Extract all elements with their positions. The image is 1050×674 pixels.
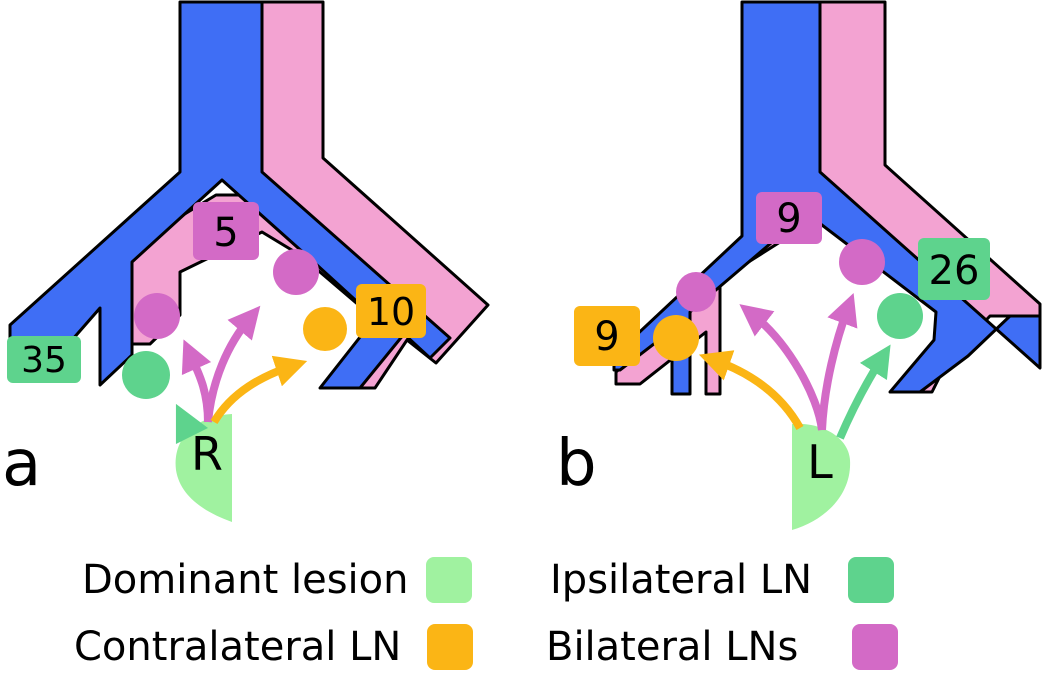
contralateral-count-badge: [574, 306, 640, 366]
ipsilateral-ln-node: [122, 351, 170, 399]
lesion-side-label: L: [807, 435, 833, 489]
dominant-lesion-shape: [792, 423, 851, 530]
legend-bilateral-lns: Bilateral LNs: [546, 624, 899, 670]
contralateral-ln-node: [303, 307, 347, 351]
ipsilateral-count-badge: [918, 238, 990, 300]
arrow-to-ipsilateral: [175, 403, 209, 445]
ipsilateral-count-badge: [7, 336, 81, 383]
contralateral-ln-node: [653, 315, 699, 361]
legend-label: Ipsilateral LN: [550, 557, 813, 603]
legend-contralateral-ln: Contralateral LN: [74, 624, 474, 670]
bilateral-ln-swatch: [852, 624, 899, 670]
legend-label: Bilateral LNs: [546, 624, 799, 670]
panel-b: 9 26 9 L b: [556, 0, 1042, 530]
ipsilateral-ln-node: [877, 293, 923, 339]
ipsilateral-count: 26: [929, 248, 980, 294]
dominant-lesion-swatch: [426, 557, 473, 603]
ipsilateral-count: 35: [21, 340, 67, 381]
bilateral-ln-node: [273, 249, 319, 295]
bilateral-count: 9: [776, 196, 801, 242]
legend-dominant-lesion: Dominant lesion: [82, 557, 473, 603]
panel-a: 35 5 10 R a: [2, 0, 490, 522]
legend-ipsilateral-ln: Ipsilateral LN: [550, 557, 895, 603]
ipsilateral-ln-swatch: [848, 557, 895, 603]
panel-label-b: b: [556, 427, 597, 501]
legend-label: Contralateral LN: [74, 624, 402, 670]
lesion-side-label: R: [191, 427, 223, 481]
arrow-to-ipsilateral: [836, 344, 891, 440]
legend-label: Dominant lesion: [82, 557, 409, 603]
contralateral-count: 10: [367, 290, 415, 334]
contralateral-count-badge: [356, 284, 426, 338]
panel-label-a: a: [2, 427, 41, 501]
contralateral-ln-swatch: [427, 624, 474, 670]
arrow-to-contralateral: [698, 350, 804, 430]
contralateral-count: 9: [594, 314, 619, 360]
bilateral-count: 5: [213, 210, 238, 256]
bilateral-ln-node: [676, 272, 716, 312]
arrow-to-contralateral: [210, 355, 308, 425]
bilateral-count-badge: [756, 192, 822, 244]
arrow-to-bilateral-right: [204, 305, 261, 423]
bilateral-count-badge: [193, 202, 259, 260]
bilateral-ln-node: [839, 239, 885, 285]
bilateral-ln-node: [134, 293, 180, 339]
arrow-to-bilateral-right: [818, 293, 858, 431]
